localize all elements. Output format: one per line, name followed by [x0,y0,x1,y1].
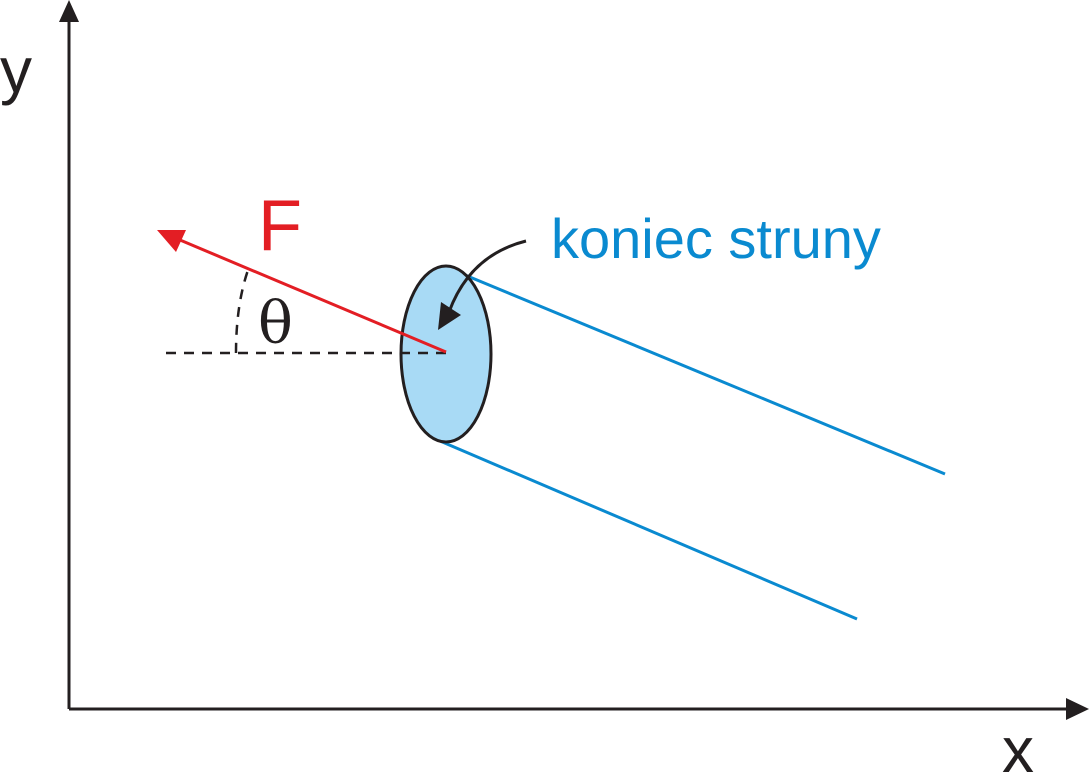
callout-arrowhead [438,302,461,330]
force-vector-arrowhead [157,230,186,252]
string-top-edge [447,266,946,476]
x-axis-arrowhead [1066,698,1089,720]
angle-arc [234,269,250,354]
angle-label: θ [258,289,293,357]
force-label: F [258,186,302,266]
x-axis-label: x [1002,714,1034,776]
force-vector [179,238,447,354]
y-axis-label: y [0,34,32,106]
string-bottom-edge [439,439,858,621]
y-axis-arrowhead [59,0,79,22]
callout-arrow [447,239,527,313]
string-end-label: koniec struny [551,207,881,270]
